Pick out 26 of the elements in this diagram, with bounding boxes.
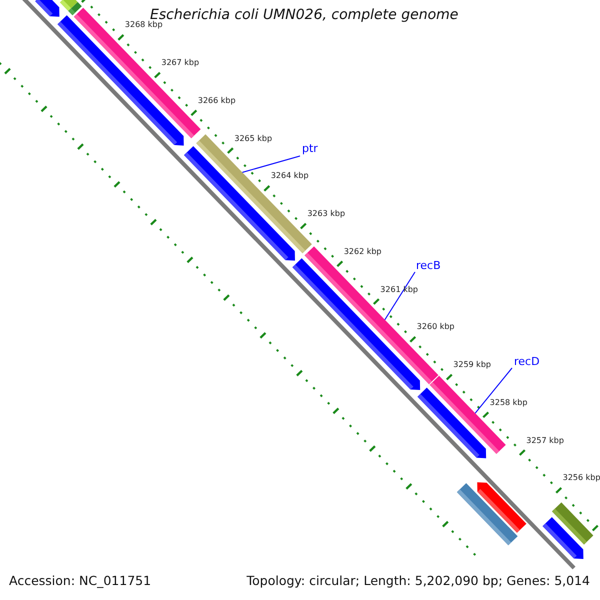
scale-label: 3263 kbp [307, 210, 346, 218]
scale-label: 3261 kbp [380, 286, 418, 294]
scale-label: 3267 kbp [161, 59, 200, 68]
scale-label: 3260 kbp [416, 323, 454, 332]
scale-label: 3258 kbp [490, 398, 528, 407]
scale-label: 3265 kbp [234, 134, 272, 143]
scale-label: 3268 kbp [124, 21, 163, 30]
gene-name: ptr [302, 143, 318, 154]
gene-bar [418, 388, 486, 458]
gene-bar [35, 0, 60, 17]
leader-line [384, 272, 416, 320]
gene-bar [184, 146, 295, 261]
genome-summary: Topology: circular; Length: 5,202,090 bp; Genes: 5,014 [246, 575, 590, 588]
gene-name: recD [514, 356, 540, 367]
scale-label: 3262 kbp [344, 248, 382, 256]
scale-label: 3264 kbp [270, 172, 309, 180]
leader-line [242, 156, 300, 173]
title: Escherichia coli UMN026, complete genome [150, 8, 458, 22]
gene-bar [542, 517, 584, 559]
accession-text: Accession: NC_011751 [9, 575, 152, 588]
scale-label: 3257 kbp [526, 436, 564, 445]
scale-label: 3256 kbp [562, 474, 600, 482]
gene-name: recB [416, 260, 441, 271]
scale-label: 3266 kbp [198, 96, 236, 105]
gene-bar [477, 482, 526, 533]
scale-label: 3259 kbp [453, 361, 491, 370]
